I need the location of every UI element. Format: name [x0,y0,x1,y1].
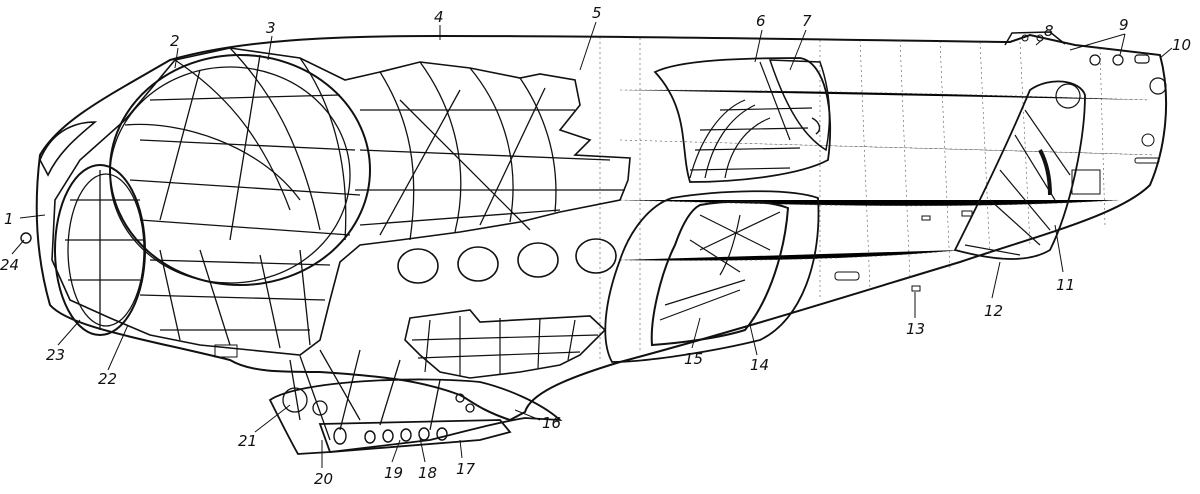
nose-fitting [20,232,32,244]
callout-labels: 1 2 3 4 5 6 7 8 9 10 11 12 13 14 15 16 1… [0,4,1191,488]
callout-17: 17 [456,460,476,478]
callout-24: 24 [0,256,19,274]
callout-13: 13 [906,320,925,338]
nose-cap [39,121,98,177]
leader-lines [11,21,1173,468]
callout-15: 15 [684,350,703,368]
fuselage-skin [35,33,1168,422]
callout-10: 10 [1172,36,1191,54]
access-door-opening [650,200,790,347]
portholes [397,238,617,284]
callout-2: 2 [170,32,180,50]
ventral-ribs [411,316,599,376]
cutaway-framework [54,47,625,349]
callout-3: 3 [266,19,276,37]
callout-6: 6 [756,12,766,30]
main-cutaway [51,47,631,356]
strut-assembly [282,349,475,441]
access-door-frame [604,190,820,363]
keel-holes [333,427,448,445]
callout-23: 23 [46,346,65,364]
callout-16: 16 [542,414,561,432]
callout-21: 21 [238,432,257,450]
cockpit-cutout [653,57,831,183]
door-interior-ribs [659,211,781,321]
callout-8: 8 [1044,22,1054,40]
callout-22: 22 [98,370,117,388]
dorsal-hatch [1004,31,1066,46]
callout-5: 5 [592,4,602,22]
callout-12: 12 [984,302,1003,320]
callout-4: 4 [434,8,444,26]
keel-fairing [268,378,563,455]
frame-lines [599,37,1106,362]
callout-20: 20 [314,470,333,488]
callout-14: 14 [750,356,769,374]
canopy-panel [768,59,831,152]
callout-19: 19 [384,464,403,482]
rear-frame-opening [953,80,1086,260]
callout-9: 9 [1119,16,1129,34]
rear-frame-ribs [964,83,1081,256]
callout-7: 7 [802,12,812,30]
callout-1: 1 [4,210,14,228]
callout-11: 11 [1056,276,1075,294]
keel-beam [318,419,512,453]
ventral-cutaway [404,309,607,379]
callout-18: 18 [418,464,437,482]
cockpit-ribs [689,61,813,179]
